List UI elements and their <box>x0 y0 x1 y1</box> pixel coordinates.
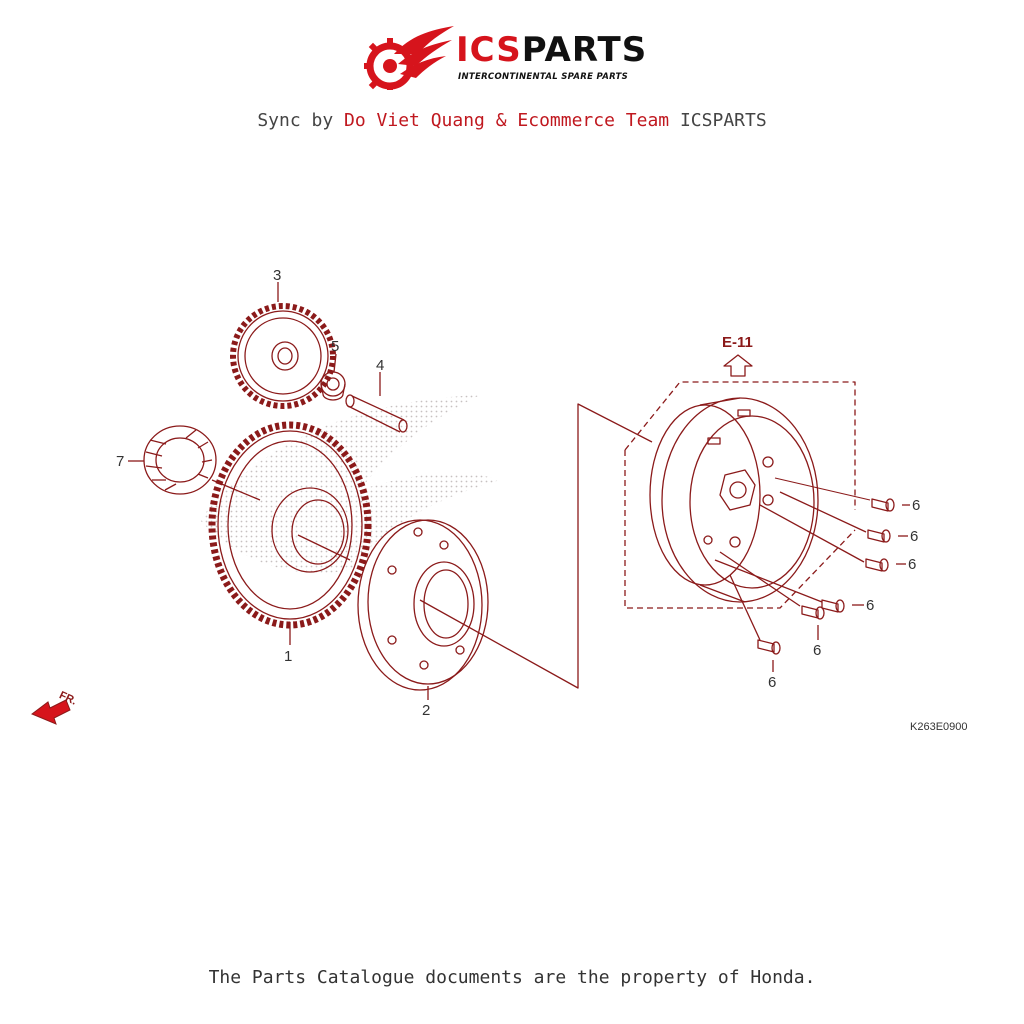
callout-3: 3 <box>273 267 281 284</box>
needle-bearing <box>143 425 217 495</box>
callout-6: 6 <box>866 597 874 614</box>
honda-wing-watermark <box>200 395 500 573</box>
flywheel <box>649 397 819 603</box>
part-code: K263E0900 <box>910 721 968 733</box>
shaft <box>345 394 408 433</box>
brand-name: ICSPARTS <box>456 30 647 70</box>
callout-4: 4 <box>376 357 384 374</box>
wing-logo-icon <box>364 26 454 90</box>
callout-5: 5 <box>331 338 339 355</box>
sync-authors: Do Viet Quang & Ecommerce Team <box>344 110 670 131</box>
callout-7: 7 <box>116 453 124 470</box>
callout-6: 6 <box>908 556 916 573</box>
sync-credit: Sync by Do Viet Quang & Ecommerce Team I… <box>0 110 1024 131</box>
collar <box>320 371 346 401</box>
reference-label: E-11 <box>722 334 753 351</box>
flywheel-bolt <box>801 605 825 620</box>
callout-1: 1 <box>284 648 292 665</box>
reference-arrow-icon <box>723 354 753 377</box>
front-direction-icon <box>31 699 71 725</box>
callout-6: 6 <box>768 674 776 691</box>
flywheel-bolt <box>821 599 845 613</box>
brand-name-rest: PARTS <box>521 30 648 70</box>
brand-tagline: INTERCONTINENTAL SPARE PARTS <box>458 72 629 82</box>
starter-clutch <box>357 519 489 691</box>
callout-6: 6 <box>912 497 920 514</box>
small-gear <box>230 303 336 409</box>
brand-logo: ICSPARTS INTERCONTINENTAL SPARE PARTS <box>360 24 670 94</box>
assembly-outline <box>624 381 856 609</box>
sync-suffix: ICSPARTS <box>679 110 767 131</box>
sync-prefix: Sync by <box>257 110 334 131</box>
flywheel-bolt <box>867 529 891 543</box>
callout-6: 6 <box>910 528 918 545</box>
flywheel-bolt <box>757 639 781 655</box>
callout-6: 6 <box>813 642 821 659</box>
brand-name-ic: ICS <box>456 30 522 70</box>
flywheel-bolt <box>865 558 889 572</box>
callout-2: 2 <box>422 702 430 719</box>
copyright-notice: The Parts Catalogue documents are the pr… <box>208 967 816 988</box>
flywheel-bolt <box>871 498 895 512</box>
